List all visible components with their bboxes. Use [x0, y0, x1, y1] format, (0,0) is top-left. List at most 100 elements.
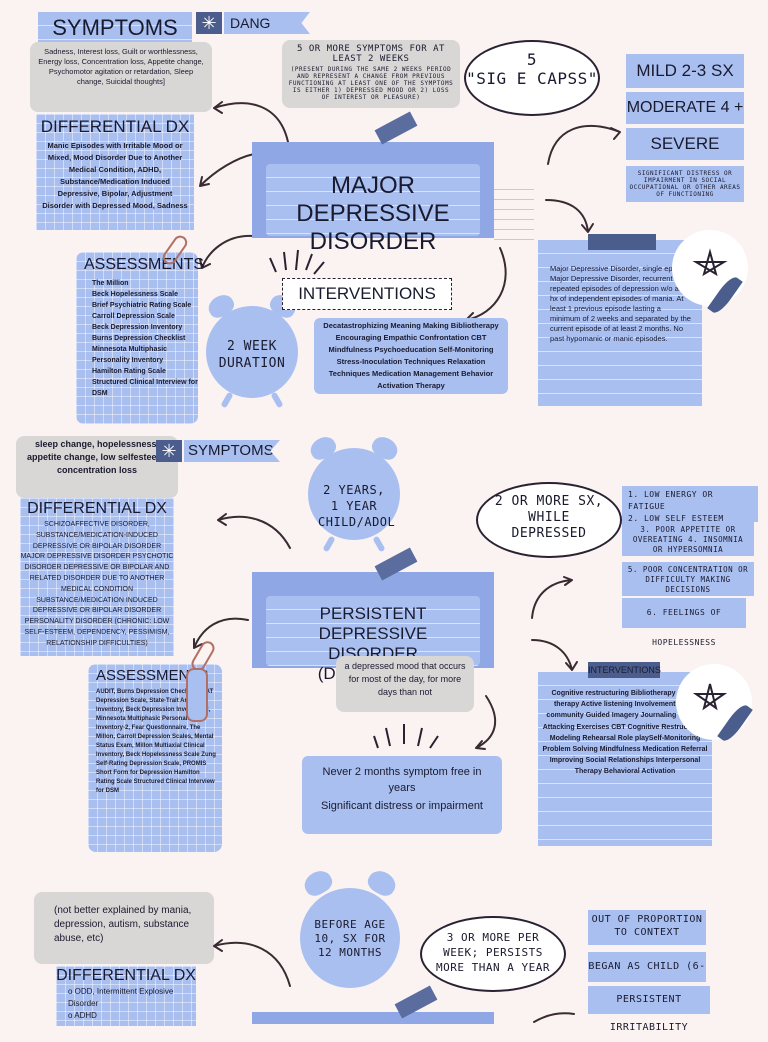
clock-face [300, 888, 400, 988]
assess-text-2: AUDIT, Burns Depression Checklist, IPAT … [96, 689, 216, 794]
mood-box: a depressed mood that occurs for most of… [336, 656, 474, 712]
sx-item-1: 1. LOW ENERGY OR FATIGUE 2. LOW SELF EST… [622, 486, 758, 523]
interventions-box-1: Decatastrophizing Meaning Making Bibliot… [314, 318, 508, 394]
pdd-title-inner: PERSISTENT DEPRESSIVE DISORDER (DYSTHYMI… [266, 596, 480, 683]
severity-moderate: MODERATE 4 + SX [626, 92, 744, 148]
sparkle-icon [266, 248, 326, 276]
frequency-oval: 3 OR MORE PER WEEK; PERSISTS MORE THAN A… [420, 916, 566, 992]
symptoms-text: Sadness, Interest loss, Guilt or worthle… [38, 47, 204, 86]
arrow-icon [545, 199, 594, 233]
diff-dx-card-2: DIFFERENTIAL DX SCHIZOAFFECTIVE DISORDER… [20, 498, 174, 656]
sig-number: 5 [526, 50, 538, 69]
clock-leg [220, 391, 234, 409]
clock-face [206, 306, 298, 398]
assess-item: Hamilton Rating Scale [92, 368, 166, 375]
asterisk-box: ✳ [156, 440, 182, 462]
symptoms-tag-2: ✳ SYMPTOMS [156, 440, 280, 462]
symptoms-title-2: SYMPTOMS [184, 440, 280, 462]
assess-title: ASSESSMENTS [84, 256, 205, 273]
symptoms-box: Sadness, Interest loss, Guilt or worthle… [30, 42, 212, 112]
alarm-clock-icon: 2 YEARS, 1 YEAR CHILD/ADOL [306, 432, 402, 556]
assess-title-2: ASSESSMENTS [96, 667, 209, 684]
oval-text-2: 2 OR MORE SX, WHILE DEPRESSED [494, 494, 604, 541]
note-box-3: (not better explained by mania, depressi… [34, 892, 214, 964]
diff-text-2: SCHIZOAFFECTIVE DISORDER, SUBSTANCE/MEDI… [20, 521, 174, 647]
criteria-title: 5 OR MORE SYMPTOMS FOR AT LEAST 2 WEEKS [297, 44, 445, 64]
diff-title-2: DIFFERENTIAL DX [27, 500, 167, 517]
sig-e-capss-oval: 5 "SIG E CAPSS" [464, 40, 600, 116]
dmdd-title-card [252, 1012, 494, 1024]
severity-note: SIGNIFICANT DISTRESS OR IMPAIRMENT IN SO… [626, 166, 744, 202]
arrow-icon [465, 247, 507, 323]
child-item: BEGAN AS CHILD (6-18) [588, 952, 706, 1002]
assess-item: Beck Hopelessness Scale [92, 291, 178, 298]
symptoms-box-2: sleep change, hopelessness, appetite cha… [16, 436, 178, 498]
criteria-box: 5 OR MORE SYMPTOMS FOR AT LEAST 2 WEEKS … [282, 40, 460, 108]
assess-item: Burns Depression Checklist [92, 335, 186, 342]
interventions-label: INTERVENTIONS [282, 278, 452, 310]
note-lines [494, 180, 534, 240]
star-icon [692, 683, 728, 711]
alarm-clock-icon: BEFORE AGE 10, SX FOR 12 MONTHS [300, 866, 400, 1016]
mdd-title: MAJOR DEPRESSIVE DISORDER [296, 172, 450, 255]
sparkle-icon [372, 722, 442, 750]
star-icon [692, 248, 728, 277]
duration-text-2: 2 YEARS, 1 YEAR CHILD/ADOL [318, 483, 396, 529]
diff-item: o ODD, Intermittent Explosive Disorder [68, 987, 174, 1008]
dang-specs-tag: ✳ DANG SPECS [196, 12, 316, 34]
sx-item-4: 6. FEELINGS OF HOPELESSNESS [622, 598, 746, 647]
pdd-title-card: PERSISTENT DEPRESSIVE DISORDER (DYSTHYMI… [252, 572, 494, 683]
diff-title-3: DIFFERENTIAL DX [56, 967, 196, 984]
asterisk-icon: ✳ [201, 13, 217, 33]
asterisk-box: ✳ [196, 12, 222, 34]
arrow-icon [531, 639, 578, 671]
diff-dx-card-1: DIFFERENTIAL DX Manic Episodes with Irri… [36, 114, 194, 230]
arrow-icon [213, 101, 289, 143]
arrow-icon [533, 1012, 575, 1023]
arrow-icon [213, 939, 291, 987]
note-text-3: (not better explained by mania, depressi… [54, 905, 192, 944]
sx-item-3: 5. POOR CONCENTRATION OR DIFFICULTY MAKI… [622, 562, 754, 596]
clock-face [308, 448, 400, 540]
clock-leg [322, 535, 336, 553]
oval-text-3: 3 OR MORE PER WEEK; PERSISTS MORE THAN A… [436, 931, 550, 974]
episode-text-2: Major Depressive Disorder, recurrent - r… [550, 274, 691, 343]
age-text: BEFORE AGE 10, SX FOR 12 MONTHS [314, 918, 386, 959]
assess-item: Beck Depression Inventory [92, 324, 183, 331]
severity-mild: MILD 2-3 SX [626, 54, 744, 88]
context-item: OUT OF PROPORTION TO CONTEXT [588, 910, 706, 945]
symptoms-title: SYMPTOMS [52, 15, 178, 40]
assess-item: The Million [92, 280, 129, 287]
symptoms-header: SYMPTOMS [38, 12, 192, 44]
interventions-title-2: INTERVENTIONS [588, 662, 661, 678]
mdd-title-inner: MAJOR DEPRESSIVE DISORDER [266, 164, 480, 255]
diff-dx-card-3: DIFFERENTIAL DX o ODD, Intermittent Expl… [56, 966, 196, 1026]
asterisk-icon: ✳ [161, 441, 177, 461]
criteria-text: (PRESENT DURING THE SAME 2 WEEKS PERIOD … [288, 66, 454, 101]
duration-text: 2 WEEK DURATION [218, 339, 286, 371]
assess-item: Brief Psychiatric Rating Scale [92, 302, 192, 309]
clock-leg [270, 391, 284, 409]
never-text-1: Never 2 months symptom free in years [322, 766, 482, 794]
arrow-icon [217, 513, 291, 549]
never-text-2: Significant distress or impairment [320, 800, 483, 812]
arrow-icon [531, 576, 573, 619]
assess-item: Carroll Depression Scale [92, 313, 175, 320]
sx-oval-2: 2 OR MORE SX, WHILE DEPRESSED [476, 482, 622, 558]
arrow-icon [475, 695, 496, 750]
assess-item: Minnesota Multiphasic Personality Invent… [92, 346, 168, 364]
mdd-title-card: MAJOR DEPRESSIVE DISORDER [252, 142, 494, 255]
dang-specs-label: DANG SPECS [224, 12, 310, 34]
arrow-icon [547, 124, 621, 165]
alarm-clock-icon: 2 WEEK DURATION [204, 290, 300, 412]
tape-decoration [374, 111, 418, 145]
episode-tag [588, 234, 656, 250]
diff-text: Manic Episodes with Irritable Mood or Mi… [42, 141, 188, 210]
clock-leg [372, 535, 386, 553]
diff-item: o ADHD [68, 1011, 97, 1020]
paperclip-strip [186, 668, 208, 722]
assess-list: The Million Beck Hopelessness Scale Brie… [76, 278, 198, 399]
sx-item-2: 3. POOR APPETITE OR OVEREATING 4. INSOMN… [622, 522, 754, 556]
irritability-item: PERSISTENT IRRITABILITY [588, 986, 710, 1033]
interventions-text-2: Cognitive restructuring Bibliotherapy Gr… [542, 690, 708, 776]
